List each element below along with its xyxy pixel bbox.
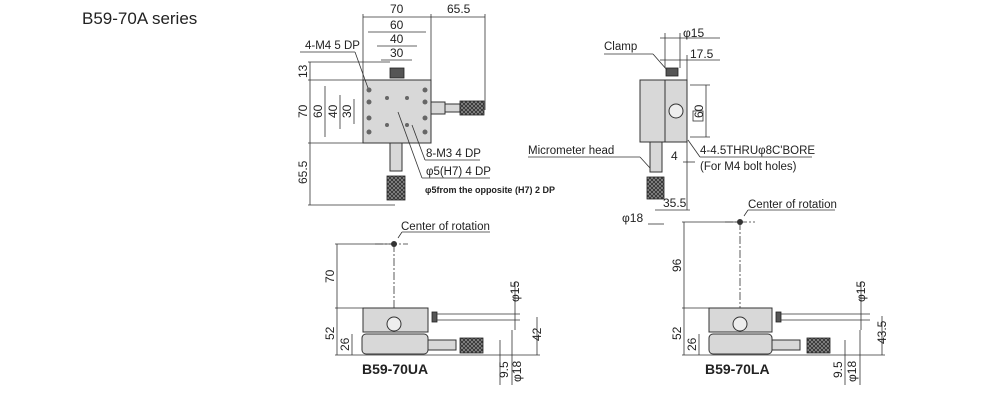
rotary-base-la <box>708 333 773 355</box>
top-view: 70 65.5 60 40 30 13 70 60 40 30 65.5 4-M… <box>296 2 555 206</box>
dim-la-phi18: φ18 <box>845 361 859 382</box>
rotary-base-ua <box>361 333 429 355</box>
dim-v60: 60 <box>311 104 325 118</box>
dim-ua-52: 52 <box>323 326 337 340</box>
dim-ua-70: 70 <box>323 269 337 283</box>
dial-ua <box>386 316 402 332</box>
clamp-ua <box>431 311 438 323</box>
dim-phi18: φ18 <box>622 211 643 225</box>
mic-barrel-la <box>771 339 801 351</box>
mic-thimble-la <box>806 337 831 354</box>
dim-ua-phi18: φ18 <box>510 361 524 382</box>
clamp-la <box>775 311 782 323</box>
dim-ua-9-5: 9.5 <box>497 361 511 378</box>
callout-phi5-opposite: φ5from the opposite (H7) 2 DP <box>425 185 555 195</box>
dim-17-5: 17.5 <box>690 47 714 61</box>
dim-la-phi15: φ15 <box>854 281 868 302</box>
dim-65-5: 65.5 <box>447 2 471 16</box>
dim-v70: 70 <box>296 104 310 118</box>
dim-ua-26: 26 <box>338 337 352 351</box>
dim-60: 60 <box>390 18 404 32</box>
dim-v30: 30 <box>340 104 354 118</box>
dim-4: 4 <box>671 149 678 163</box>
dim-35-5: 35.5 <box>663 196 687 210</box>
micrometer-barrel <box>430 101 446 115</box>
front-view-la: 96 52 26 φ15 43.5 9.5 φ18 Center of rota… <box>670 199 889 385</box>
dial-la <box>732 316 748 332</box>
dim-70: 70 <box>390 2 404 16</box>
clamp-knob <box>389 67 405 79</box>
label-center-ua: Center of rotation <box>401 221 490 233</box>
dim-30: 30 <box>390 46 404 60</box>
side-lower <box>639 79 666 143</box>
dim-40: 40 <box>390 32 404 46</box>
micrometer-barrel-2 <box>389 142 403 172</box>
side-view: Clamp φ15 17.5 60 Micrometer head 4 4-4.… <box>528 26 815 225</box>
dim-la-96: 96 <box>670 258 684 272</box>
label-clamp: Clamp <box>604 41 637 53</box>
callout-m3: 8-M3 4 DP <box>426 148 481 160</box>
model-ua: B59-70UA <box>362 361 428 377</box>
dim-la-26: 26 <box>685 337 699 351</box>
rotation-dial <box>668 103 684 119</box>
dim-ua-phi15: φ15 <box>508 281 522 302</box>
micrometer-thimble <box>459 100 485 116</box>
dim-la-43-5: 43.5 <box>875 320 889 344</box>
label-center-la: Center of rotation <box>748 199 837 211</box>
stage-top <box>362 79 432 144</box>
dim-v40: 40 <box>326 104 340 118</box>
mic-barrel-ua <box>427 339 457 351</box>
front-view-ua: 70 52 26 φ15 42 9.5 φ18 Center of rotati… <box>323 221 544 385</box>
square-symbol <box>692 110 704 122</box>
micrometer-sleeve <box>444 103 461 113</box>
callout-m4: 4-M4 5 DP <box>305 40 360 52</box>
label-micrometer-head: Micrometer head <box>528 145 614 157</box>
dim-la-9-5: 9.5 <box>831 361 845 378</box>
mic-thimble-side <box>646 176 665 200</box>
dim-la-52: 52 <box>670 326 684 340</box>
dim-13: 13 <box>296 64 310 78</box>
dim-v65-5: 65.5 <box>296 160 310 184</box>
dim-phi15: φ15 <box>683 26 704 40</box>
micrometer-thimble-2 <box>386 175 406 201</box>
label-bolt-holes: (For M4 bolt holes) <box>700 161 797 173</box>
label-bore: 4-4.5THRUφ8C'BORE <box>700 145 815 157</box>
mic-thimble-ua <box>459 337 484 354</box>
series-title: B59-70A series <box>82 9 197 28</box>
clamp-knob-side <box>665 67 679 77</box>
callout-phi5: φ5(H7) 4 DP <box>426 166 491 178</box>
mic-barrel-side <box>649 141 663 173</box>
model-la: B59-70LA <box>705 361 770 377</box>
dim-ua-42: 42 <box>530 327 544 341</box>
